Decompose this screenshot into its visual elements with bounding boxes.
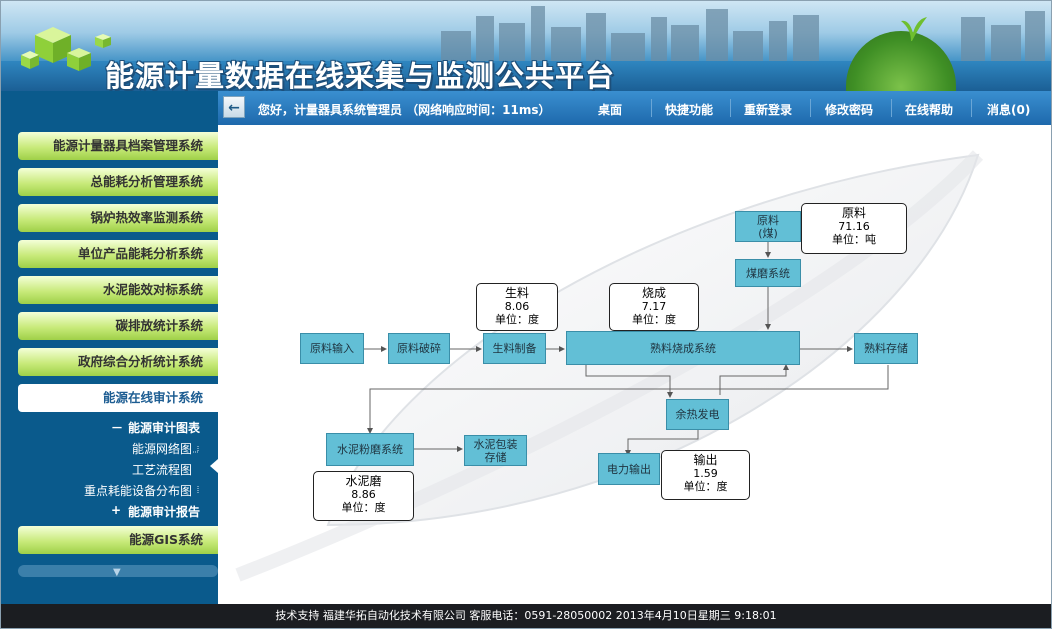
label-unit: 单位：度 — [341, 501, 386, 514]
nav-online-help[interactable]: 在线帮助 — [905, 103, 954, 117]
label-title: 水泥磨 — [345, 474, 382, 488]
nav-messages[interactable]: 消息(0) — [987, 103, 1031, 117]
label-burning: 烧成 7.17 单位：度 — [609, 283, 699, 331]
box-waste-heat[interactable]: 余热发电 — [666, 399, 729, 430]
greeting-text: 您好，计量器具系统管理员 （网络响应时间：11ms） — [258, 103, 551, 117]
nav-change-password[interactable]: 修改密码 — [825, 103, 874, 117]
sidebar-item-total-energy[interactable]: 总能耗分析管理系统 — [18, 168, 218, 196]
label-raw-meal: 生料 8.06 单位：度 — [476, 283, 558, 331]
box-raw-prep[interactable]: 生料制备 — [483, 333, 546, 364]
box-clinker-burn[interactable]: 熟料烧成系统 — [566, 331, 800, 365]
box-power-output[interactable]: 电力输出 — [598, 453, 660, 485]
label-unit: 单位：度 — [632, 313, 676, 326]
label-title: 生料 — [504, 286, 529, 300]
page-title: 能源计量数据在线采集与监测公共平台 — [105, 59, 616, 91]
label-title: 烧成 — [641, 286, 666, 300]
label-value: 71.16 — [838, 220, 870, 233]
submenu-item-equipment-map[interactable]: 重点耗能设备分布图 — [84, 484, 193, 498]
sidebar-item-gis[interactable]: 能源GIS系统 — [18, 526, 218, 554]
sidebar-item-government[interactable]: 政府综合分析统计系统 — [18, 348, 218, 376]
nav-desktop[interactable]: 桌面 — [598, 103, 623, 117]
label-value: 8.86 — [351, 488, 376, 501]
sidebar: 能源计量器具档案管理系统 总能耗分析管理系统 锅炉热效率监测系统 单位产品能耗分… — [1, 91, 218, 604]
sprout-icon — [901, 17, 927, 41]
submenu-item-process-flow[interactable]: 工艺流程图 — [132, 463, 193, 477]
sidebar-scroll-down[interactable] — [18, 565, 218, 577]
logo-cubes-icon — [21, 27, 111, 71]
box-clinker-store[interactable]: 熟料存储 — [854, 333, 918, 364]
top-navbar: ← 您好，计量器具系统管理员 （网络响应时间：11ms） 桌面 快捷功能 重新登… — [218, 91, 1051, 125]
box-cement-mill[interactable]: 水泥粉磨系统 — [326, 433, 414, 466]
collapse-icon[interactable]: － — [111, 421, 124, 435]
submenu-item-energy-network[interactable]: 能源网络图 — [132, 442, 193, 456]
process-flow-panel: 原料输入 原料破碎 生料制备 熟料烧成系统 熟料存储 原料 (煤) 煤磨系统 余… — [218, 125, 1051, 604]
expand-icon[interactable]: + — [111, 503, 122, 517]
label-title: 输出 — [693, 453, 718, 467]
label-unit: 单位：度 — [495, 313, 539, 326]
tree-connector-icon — [193, 446, 199, 493]
label-title: 原料 — [841, 206, 866, 220]
label-cement-mill: 水泥磨 8.86 单位：度 — [313, 471, 414, 521]
chevron-down-icon[interactable]: ▼ — [113, 567, 121, 578]
label-raw-material: 原料 71.16 单位：吨 — [801, 203, 907, 254]
sidebar-item-boiler[interactable]: 锅炉热效率监测系统 — [18, 204, 218, 232]
current-pointer-icon — [210, 459, 218, 473]
label-unit: 单位：度 — [683, 480, 728, 493]
sidebar-item-cement-benchmark[interactable]: 水泥能效对标系统 — [18, 276, 218, 304]
box-cement-pack[interactable]: 水泥包装 存储 — [464, 435, 527, 466]
sidebar-item-unit-product[interactable]: 单位产品能耗分析系统 — [18, 240, 218, 268]
box-raw-coal[interactable]: 原料 (煤) — [735, 211, 801, 242]
submenu-audit-report[interactable]: 能源审计报告 — [128, 505, 201, 519]
box-coal-mill[interactable]: 煤磨系统 — [735, 259, 801, 287]
sidebar-item-meter-archive[interactable]: 能源计量器具档案管理系统 — [18, 132, 218, 160]
label-value: 8.06 — [504, 300, 530, 313]
sidebar-item-carbon[interactable]: 碳排放统计系统 — [18, 312, 218, 340]
submenu-audit-charts[interactable]: 能源审计图表 — [128, 421, 201, 435]
label-value: 1.59 — [693, 467, 718, 480]
label-output: 输出 1.59 单位：度 — [661, 450, 750, 500]
box-raw-crush[interactable]: 原料破碎 — [388, 333, 450, 364]
label-unit: 单位：吨 — [832, 233, 876, 246]
nav-relogin[interactable]: 重新登录 — [744, 103, 793, 117]
label-value: 7.17 — [641, 300, 667, 313]
sidebar-item-online-audit[interactable]: 能源在线审计系统 — [18, 384, 218, 412]
nav-shortcuts[interactable]: 快捷功能 — [665, 103, 714, 117]
box-raw-input[interactable]: 原料输入 — [300, 333, 364, 364]
back-arrow-icon[interactable]: ← — [223, 96, 245, 118]
status-footer: 技术支持 福建华拓自动化技术有限公司 客服电话：0591-28050002 20… — [1, 604, 1051, 628]
header-banner: 能源计量数据在线采集与监测公共平台 — [1, 1, 1051, 91]
